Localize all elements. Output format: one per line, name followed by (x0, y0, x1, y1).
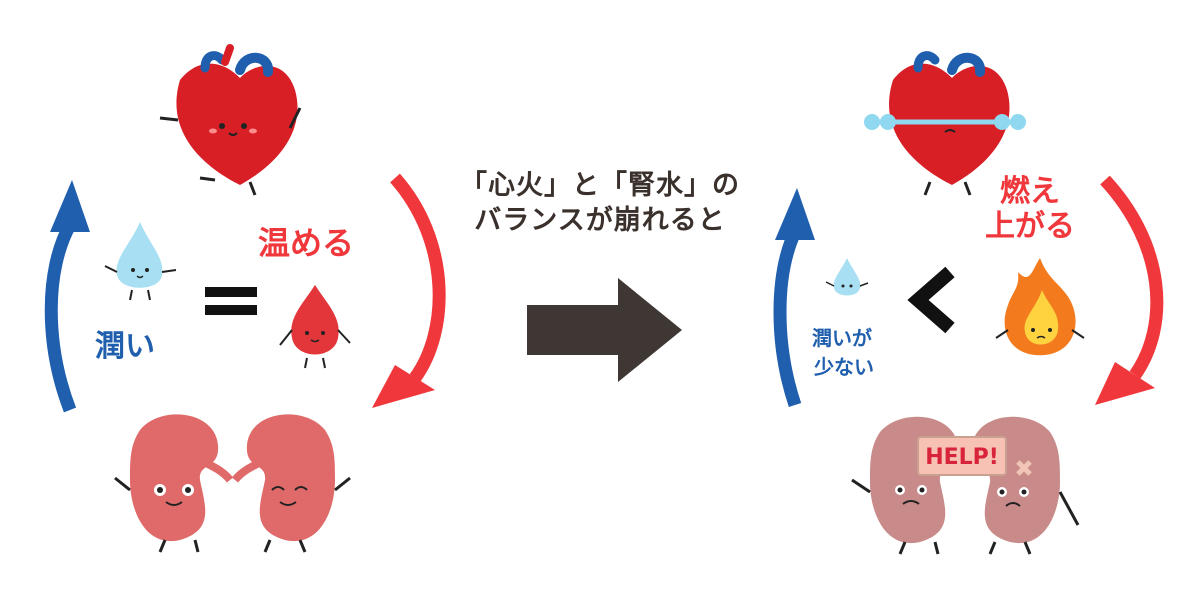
heart-character-right (864, 51, 1026, 196)
center-caption: 「心火」と「腎水」の バランスが崩れると (395, 170, 805, 240)
fire-character (995, 258, 1085, 356)
less-than-icon (907, 266, 955, 334)
kidney-character-right: HELP! (851, 416, 1080, 555)
water-drop-character-right (825, 258, 869, 296)
equals-icon (205, 287, 257, 315)
blue-cycle-arrow-right (773, 188, 815, 408)
center-caption-line1: 「心火」と「腎水」の (460, 170, 740, 201)
warm-label: 温める (258, 224, 355, 262)
help-sign-board (917, 436, 1007, 476)
red-cycle-arrow-right (1095, 175, 1164, 405)
lack-label-line1: 潤いが (812, 326, 872, 350)
blood-drop-character (279, 285, 351, 369)
kidney-character-left (114, 414, 351, 553)
right-arrow-icon (527, 278, 682, 382)
burn-label-line1: 燃え (1000, 174, 1060, 209)
red-cycle-arrow-left (372, 173, 446, 408)
lack-label-line2: 少ない (814, 355, 874, 379)
center-caption-line2: バランスが崩れると (474, 205, 726, 237)
moisture-label: 潤い (95, 329, 155, 364)
water-drop-character-left (104, 222, 177, 301)
heart-character-left (159, 44, 302, 196)
blue-cycle-arrow-left (44, 180, 90, 413)
help-sign-text: HELP! (925, 445, 999, 470)
burn-label-line2: 上がる (985, 209, 1075, 244)
